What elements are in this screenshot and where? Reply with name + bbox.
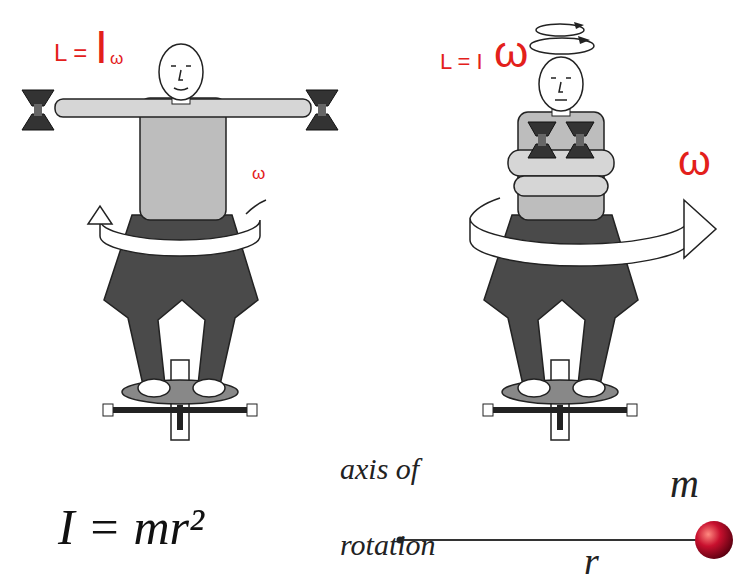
point-mass — [397, 521, 734, 559]
stool-wheel — [483, 404, 493, 416]
folded-arms — [508, 150, 614, 176]
shoe — [518, 379, 550, 397]
rotation-arrow — [100, 220, 260, 256]
arrow-head — [578, 36, 590, 44]
dumbbell — [22, 90, 54, 130]
rotation-arrow — [470, 198, 500, 218]
arrow-head — [88, 206, 112, 224]
formula-part: ω — [110, 50, 123, 69]
face — [551, 78, 571, 100]
right-figure — [470, 22, 716, 440]
dumbbell — [306, 90, 338, 130]
stool-base — [502, 380, 618, 404]
folded-arms — [514, 176, 608, 196]
head — [539, 57, 583, 111]
mass-ball — [695, 521, 733, 559]
stool-wheel — [627, 404, 637, 416]
stool-base — [122, 380, 238, 404]
stool-wheel — [247, 404, 257, 416]
stool-leg — [177, 405, 183, 430]
angular-velocity-label: ω — [252, 165, 265, 184]
radius-line — [400, 539, 712, 541]
formula-part: ω — [494, 28, 528, 76]
left-figure — [22, 44, 338, 440]
arrow-head — [574, 22, 584, 29]
mass-label: m — [670, 462, 699, 506]
rotation-arrow — [246, 200, 266, 214]
arrow-head — [684, 200, 716, 258]
stool-wheel — [103, 404, 113, 416]
formula-part: L = I — [440, 50, 483, 74]
shoe — [193, 379, 225, 397]
dumbbell — [528, 122, 556, 158]
face — [171, 66, 191, 90]
formula-part: L = — [54, 40, 87, 66]
angular-velocity-label: ω — [678, 138, 711, 184]
formula: I = mr² — [58, 500, 204, 555]
rotation-arrow — [470, 218, 690, 266]
shoe — [138, 379, 170, 397]
dumbbell — [566, 122, 594, 158]
formula-part: I — [95, 22, 108, 73]
radius-label: r — [584, 541, 599, 583]
head — [159, 44, 203, 100]
axis-label: axis of rotation — [340, 431, 465, 583]
shoe — [573, 379, 605, 397]
stool-leg — [557, 405, 563, 430]
